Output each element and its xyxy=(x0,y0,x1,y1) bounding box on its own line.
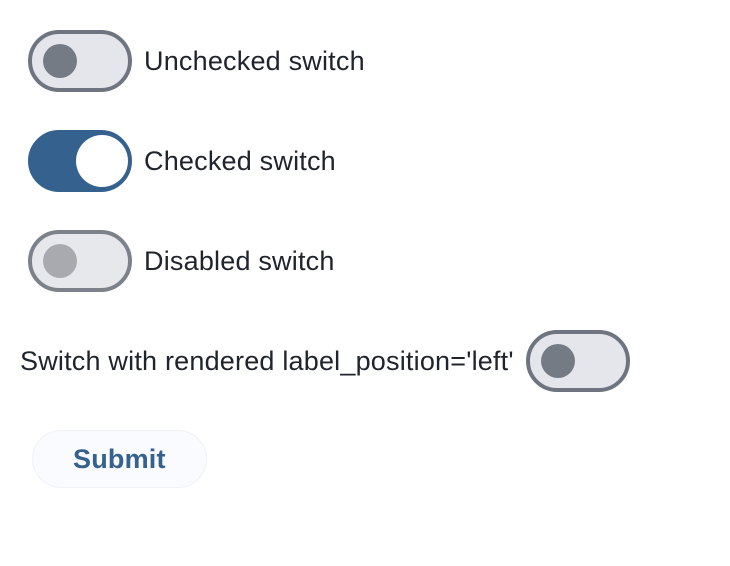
left-label-switch-toggle[interactable] xyxy=(525,330,630,392)
switch-knob xyxy=(43,44,77,78)
checked-switch-row: Checked switch xyxy=(0,130,730,192)
disabled-switch-toggle xyxy=(28,230,132,292)
unchecked-switch-label: Unchecked switch xyxy=(144,45,365,76)
switch-knob xyxy=(540,344,575,378)
submit-row: Submit xyxy=(0,430,730,488)
left-label-switch-row: Switch with rendered label_position='lef… xyxy=(0,330,730,392)
left-label-switch-label: Switch with rendered label_position='lef… xyxy=(20,345,514,376)
submit-button[interactable]: Submit xyxy=(32,430,207,488)
disabled-switch-row: Disabled switch xyxy=(0,230,730,292)
switch-knob xyxy=(76,135,128,187)
disabled-switch-label: Disabled switch xyxy=(144,245,335,276)
unchecked-switch-row: Unchecked switch xyxy=(0,30,730,92)
switch-knob xyxy=(43,244,77,278)
checked-switch-label: Checked switch xyxy=(144,145,336,176)
checked-switch-toggle[interactable] xyxy=(28,130,132,192)
unchecked-switch-toggle[interactable] xyxy=(28,30,132,92)
